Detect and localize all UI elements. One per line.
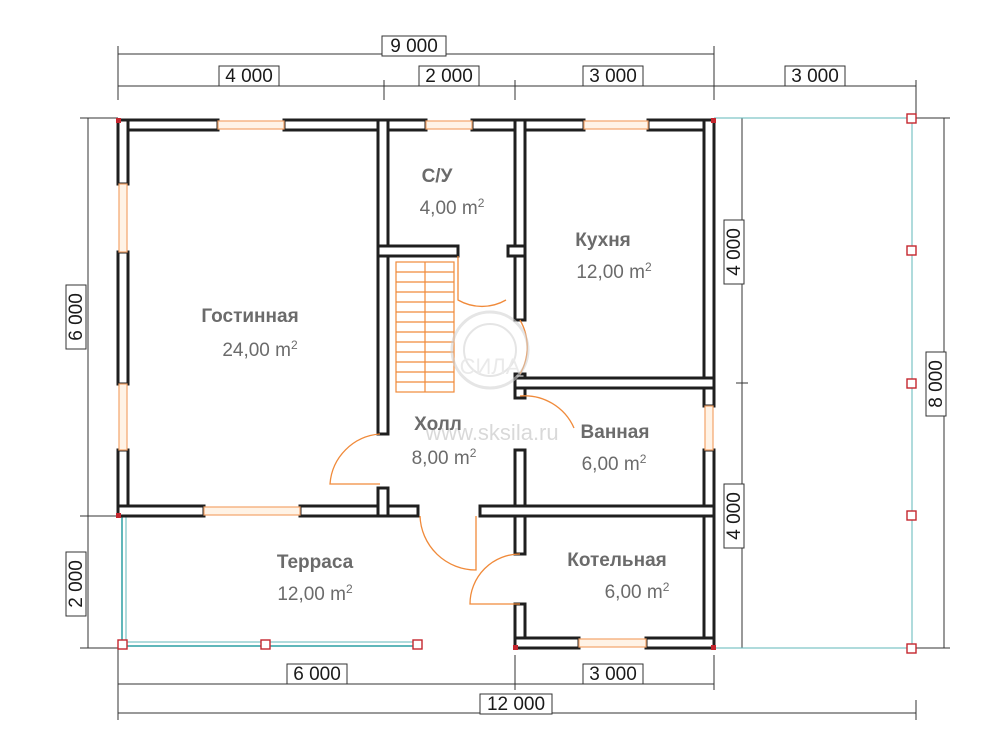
post-marker <box>906 245 917 256</box>
door <box>457 256 507 307</box>
room-area: 4,00 m2 <box>420 196 485 219</box>
window <box>425 120 473 130</box>
room-name: Кухня <box>575 230 631 251</box>
watermark-logo: СИЛА <box>450 310 530 390</box>
window <box>118 383 128 451</box>
room-bath: Ванная 6,00 m2 <box>581 422 650 475</box>
post-marker <box>117 639 128 650</box>
dimension-label: 9 000 <box>390 36 438 57</box>
room-name: Холл <box>414 414 462 435</box>
open-deck <box>714 113 917 654</box>
room-area: 12,00 m2 <box>277 582 353 605</box>
door <box>419 515 477 571</box>
room-area: 6,00 m2 <box>582 452 647 475</box>
post-marker <box>906 643 917 654</box>
dimension-label: 6 000 <box>293 664 341 685</box>
room-wc: С/У 4,00 m2 <box>420 166 485 219</box>
room-area: 8,00 m2 <box>412 446 477 469</box>
post-marker <box>412 639 423 650</box>
room-name: Ванная <box>581 422 650 443</box>
room-living: Гостинная 24,00 m2 <box>201 306 298 361</box>
dimension-label: 2 000 <box>66 560 87 608</box>
dimension-label: 3 000 <box>791 66 839 87</box>
dimension-label: 4 000 <box>225 66 273 87</box>
dimension-bottom: 6 000 3 000 12 000 <box>117 648 917 720</box>
window <box>578 638 647 648</box>
corner-markers <box>116 118 716 650</box>
dimension-top-total: 9 000 <box>117 35 715 100</box>
window <box>203 506 301 516</box>
dimension-label: 8 000 <box>926 360 947 408</box>
dimension-left: 6 000 2 000 <box>65 117 118 649</box>
dimension-label: 3 000 <box>589 66 637 87</box>
room-boiler: Котельная 6,00 m2 <box>567 550 669 603</box>
logo-text: СИЛА <box>460 354 521 379</box>
room-name: Терраса <box>277 552 354 573</box>
post-marker <box>260 639 271 650</box>
dimension-label: 3 000 <box>589 664 637 685</box>
dimension-label: 4 000 <box>724 228 745 276</box>
watermark-text: www.sksila.ru <box>424 420 558 445</box>
window <box>217 120 285 130</box>
door <box>329 433 381 485</box>
dimension-label: 6 000 <box>66 293 87 341</box>
dimension-right-outer: 8 000 <box>910 117 950 649</box>
door <box>469 553 521 605</box>
post-marker <box>906 510 917 521</box>
dimension-label: 2 000 <box>425 66 473 87</box>
window <box>583 120 649 130</box>
room-area: 6,00 m2 <box>605 580 670 603</box>
staircase <box>395 261 455 393</box>
dimension-right-inner: 4 000 4 000 <box>723 118 748 648</box>
post-marker <box>906 113 917 124</box>
room-kitchen: Кухня 12,00 m2 <box>575 230 652 283</box>
room-name: Котельная <box>567 550 666 571</box>
window <box>118 183 128 253</box>
windows <box>118 120 714 648</box>
door <box>519 395 575 429</box>
room-area: 12,00 m2 <box>576 260 652 283</box>
window <box>704 405 714 451</box>
dimension-label: 4 000 <box>724 492 745 540</box>
room-name: Гостинная <box>201 306 298 327</box>
room-area: 24,00 m2 <box>222 338 298 361</box>
post-marker <box>906 378 917 389</box>
terrace-railing <box>117 514 423 650</box>
room-name: С/У <box>422 166 453 187</box>
dimension-top-segments: 4 000 2 000 3 000 3 000 <box>118 65 917 118</box>
room-terrace: Терраса 12,00 m2 <box>277 552 354 605</box>
dimension-label: 12 000 <box>487 694 545 715</box>
room-hall: Холл 8,00 m2 <box>412 414 477 469</box>
